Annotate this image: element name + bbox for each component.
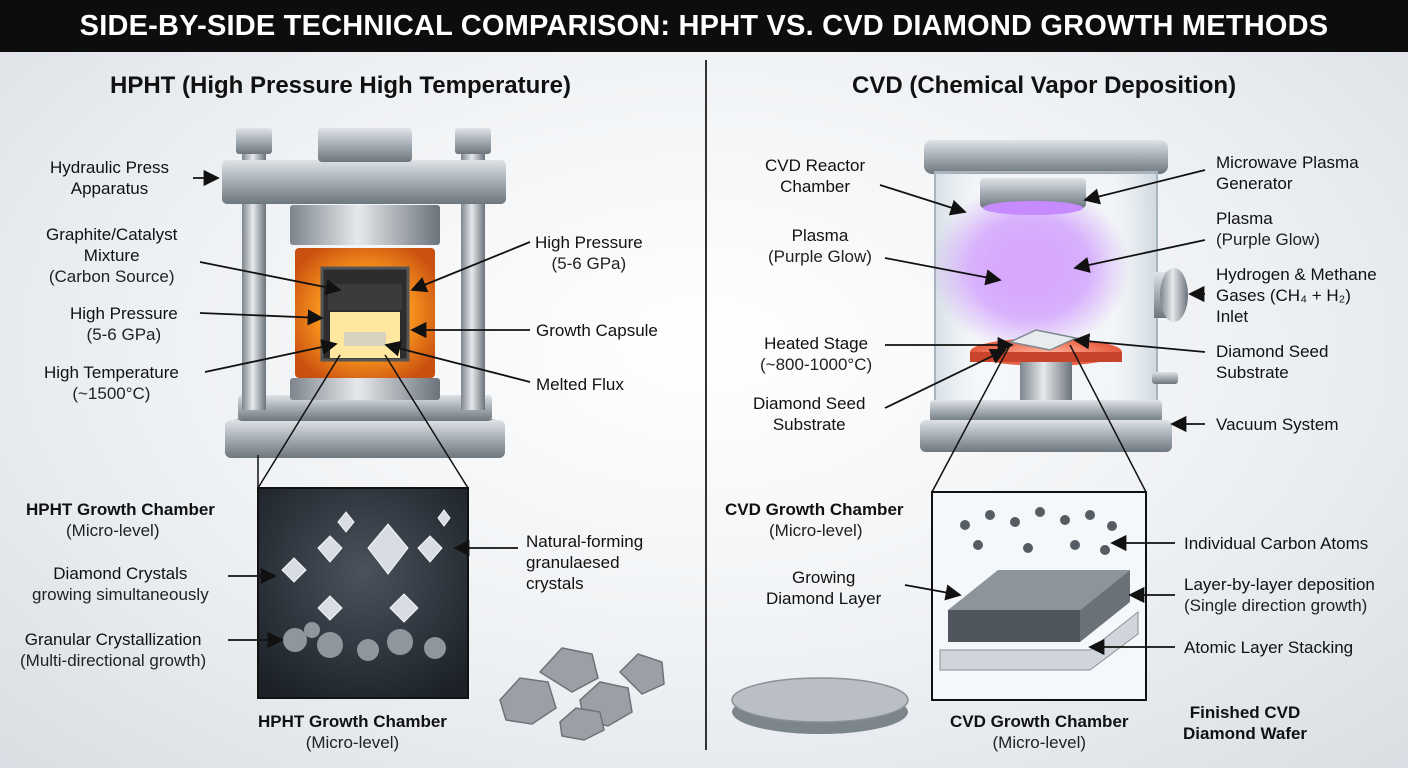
label-high-pressure-left: High Pressure(5-6 GPa) <box>70 304 178 344</box>
hpht-arrows <box>193 169 531 649</box>
label-high-pressure-right: High Pressure(5-6 GPa) <box>535 233 643 273</box>
cvd-arrows <box>879 169 1206 656</box>
main-title: SIDE-BY-SIDE TECHNICAL COMPARISON: HPHT … <box>0 0 1408 52</box>
label-melted-flux: Melted Flux <box>536 375 624 394</box>
label-hpht-chamber-bottom: HPHT Growth Chamber(Micro-level) <box>258 712 447 752</box>
center-divider <box>705 60 707 750</box>
label-heated-stage: Heated Stage(~800-1000°C) <box>760 334 873 374</box>
cvd-growth-chamber-image <box>931 491 1147 701</box>
label-granular-crystallization: Granular Crystallization(Multi-direction… <box>20 630 207 670</box>
label-high-temperature: High Temperature(~1500°C) <box>44 363 179 403</box>
label-growth-capsule: Growth Capsule <box>536 321 658 340</box>
cvd-panel-title: CVD (Chemical Vapor Deposition) <box>852 72 1237 99</box>
label-layer-deposition: Layer-by-layer deposition(Single directi… <box>1184 575 1375 615</box>
label-cvd-chamber-side: CVD Growth Chamber (Micro-level) <box>725 500 904 540</box>
label-vacuum-system: Vacuum System <box>1216 415 1339 434</box>
label-cvd-chamber-bottom: CVD Growth Chamber(Micro-level) <box>950 712 1129 752</box>
label-carbon-atoms: Individual Carbon Atoms <box>1184 534 1369 553</box>
cvd-reactor <box>920 140 1188 493</box>
hpht-panel-title: HPHT (High Pressure High Temperature) <box>110 72 571 99</box>
hpht-rough-crystals <box>499 647 665 741</box>
label-plasma-right: Plasma(Purple Glow) <box>1216 209 1320 249</box>
cvd-finished-wafer <box>731 677 909 734</box>
label-hpht-chamber-side: HPHT Growth Chamber (Micro-level) <box>26 500 215 540</box>
hydraulic-press <box>222 128 506 489</box>
hpht-growth-chamber-image <box>257 487 469 699</box>
label-plasma-left: Plasma(Purple Glow) <box>768 226 872 266</box>
label-atomic-stacking: Atomic Layer Stacking <box>1184 638 1354 657</box>
